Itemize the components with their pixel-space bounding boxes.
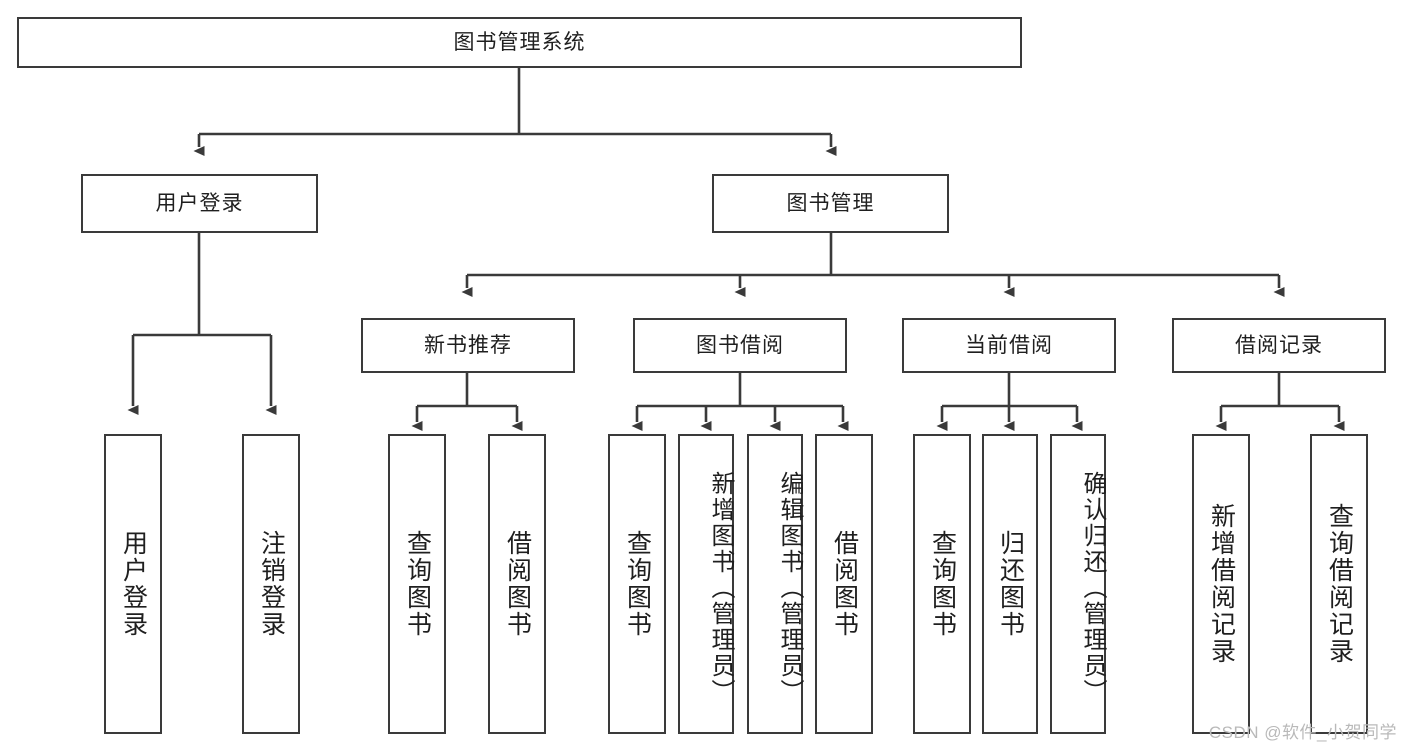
node-borrow-record[interactable]: 借阅记录 <box>1172 318 1386 373</box>
leaf-add-record-label: 新增借阅记录 <box>1207 503 1236 665</box>
leaf-borrow-book-2-label: 借阅图书 <box>830 530 859 638</box>
node-book-borrow[interactable]: 图书借阅 <box>633 318 847 373</box>
leaf-query-record-label: 查询借阅记录 <box>1325 503 1354 665</box>
leaf-add-book[interactable]: 新增图书（管理员） <box>678 434 734 734</box>
node-root-label: 图书管理系统 <box>453 31 586 54</box>
leaf-return-book[interactable]: 归还图书 <box>982 434 1038 734</box>
leaf-user-login[interactable]: 用户登录 <box>104 434 162 734</box>
leaf-query-record[interactable]: 查询借阅记录 <box>1310 434 1368 734</box>
leaf-query-book-1-label: 查询图书 <box>403 530 432 638</box>
leaf-query-book-3[interactable]: 查询图书 <box>913 434 971 734</box>
watermark-text: CSDN @软件_小贺同学 <box>1208 723 1397 742</box>
leaf-add-record[interactable]: 新增借阅记录 <box>1192 434 1250 734</box>
node-borrow-record-label: 借阅记录 <box>1235 334 1323 357</box>
node-user-login-label: 用户登录 <box>155 192 244 215</box>
leaf-confirm-return[interactable]: 确认归还（管理员） <box>1050 434 1106 734</box>
node-current-borrow[interactable]: 当前借阅 <box>902 318 1116 373</box>
leaf-query-book-2-label: 查询图书 <box>623 530 652 638</box>
node-root[interactable]: 图书管理系统 <box>17 17 1022 68</box>
node-new-book-recommend-label: 新书推荐 <box>424 334 512 357</box>
node-user-login[interactable]: 用户登录 <box>81 174 318 233</box>
node-book-borrow-label: 图书借阅 <box>696 334 784 357</box>
leaf-user-logout[interactable]: 注销登录 <box>242 434 300 734</box>
leaf-user-login-label: 用户登录 <box>119 530 148 638</box>
node-book-manage[interactable]: 图书管理 <box>712 174 949 233</box>
leaf-edit-book[interactable]: 编辑图书（管理员） <box>747 434 803 734</box>
node-book-manage-label: 图书管理 <box>786 192 875 215</box>
leaf-user-logout-label: 注销登录 <box>257 530 286 638</box>
leaf-borrow-book-1-label: 借阅图书 <box>503 530 532 638</box>
leaf-query-book-3-label: 查询图书 <box>928 530 957 638</box>
node-current-borrow-label: 当前借阅 <box>965 334 1053 357</box>
node-new-book-recommend[interactable]: 新书推荐 <box>361 318 575 373</box>
leaf-query-book-1[interactable]: 查询图书 <box>388 434 446 734</box>
leaf-add-book-label: 新增图书（管理员） <box>707 471 734 705</box>
leaf-confirm-return-label: 确认归还（管理员） <box>1079 471 1106 705</box>
leaf-query-book-2[interactable]: 查询图书 <box>608 434 666 734</box>
leaf-return-book-label: 归还图书 <box>996 530 1025 638</box>
leaf-edit-book-label: 编辑图书（管理员） <box>776 471 803 705</box>
leaf-borrow-book-1[interactable]: 借阅图书 <box>488 434 546 734</box>
leaf-borrow-book-2[interactable]: 借阅图书 <box>815 434 873 734</box>
